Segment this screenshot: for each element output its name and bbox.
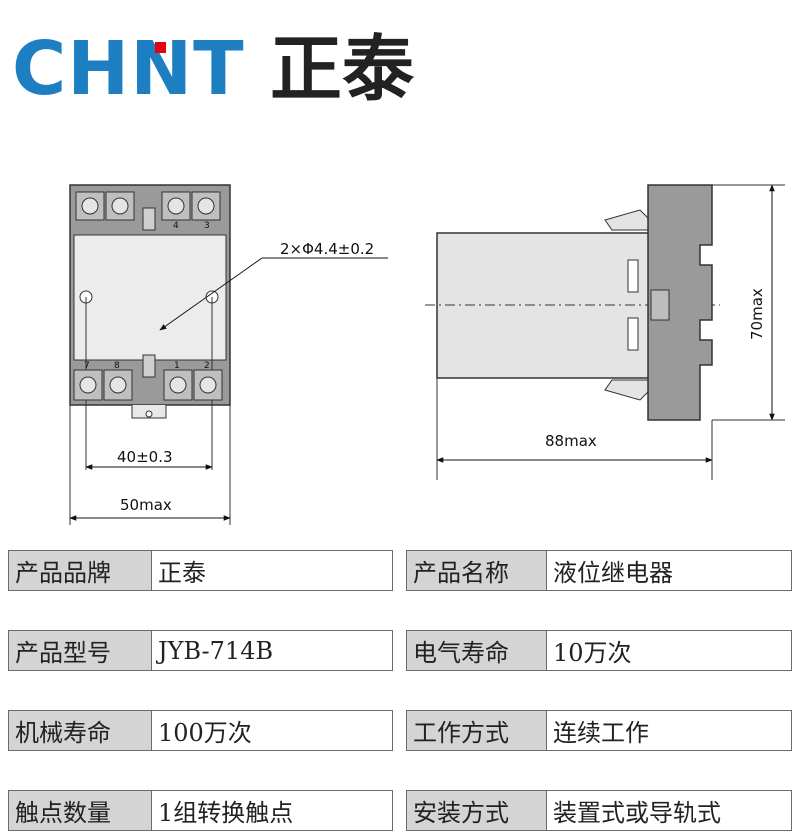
width-dimension: 50max bbox=[120, 496, 172, 514]
spec-row: 产品品牌 正泰 bbox=[8, 550, 393, 591]
spec-key: 安装方式 bbox=[406, 790, 547, 831]
chnt-logo: CHNT 正泰 bbox=[12, 26, 432, 112]
spec-key: 触点数量 bbox=[8, 790, 152, 831]
svg-text:CHNT: CHNT bbox=[12, 28, 245, 112]
logo-graphic: CHNT 正泰 bbox=[12, 26, 415, 112]
spec-row: 工作方式 连续工作 bbox=[406, 710, 792, 751]
spec-value: 液位继电器 bbox=[546, 550, 792, 591]
spec-key: 电气寿命 bbox=[406, 630, 547, 671]
spec-row: 产品名称 液位继电器 bbox=[406, 550, 792, 591]
side-view: 88max 70max bbox=[425, 184, 785, 480]
front-view: 4 3 7 8 1 2 2×Φ4.4±0.2 bbox=[69, 184, 388, 525]
spec-value: 正泰 bbox=[151, 550, 393, 591]
hole-spacing-dimension: 40±0.3 bbox=[117, 448, 173, 466]
spec-value: 连续工作 bbox=[546, 710, 792, 751]
spec-row: 产品型号 JYB-714B bbox=[8, 630, 393, 671]
spec-value: 10万次 bbox=[546, 630, 792, 671]
spec-key: 工作方式 bbox=[406, 710, 547, 751]
pin-label-7: 7 bbox=[84, 361, 90, 371]
dimension-drawing: 4 3 7 8 1 2 2×Φ4.4±0.2 bbox=[69, 184, 785, 525]
height-dimension: 70max bbox=[748, 288, 766, 340]
spec-row: 机械寿命 100万次 bbox=[8, 710, 393, 751]
hole-dimension: 2×Φ4.4±0.2 bbox=[280, 240, 374, 258]
spec-row: 安装方式 装置式或导轨式 bbox=[406, 790, 792, 831]
bottom-terminals bbox=[73, 354, 223, 401]
spec-key: 产品名称 bbox=[406, 550, 547, 591]
spec-key: 产品型号 bbox=[8, 630, 152, 671]
spec-key: 产品品牌 bbox=[8, 550, 152, 591]
spec-table-left: 产品品牌 正泰 产品型号 JYB-714B 机械寿命 100万次 触点数量 1组… bbox=[8, 550, 393, 831]
spec-value: 100万次 bbox=[151, 710, 393, 751]
length-dimension: 88max bbox=[545, 432, 597, 450]
pin-label-8: 8 bbox=[114, 361, 120, 371]
spec-value: 1组转换触点 bbox=[151, 790, 393, 831]
pin-label-4: 4 bbox=[173, 221, 179, 231]
top-terminals bbox=[75, 191, 221, 231]
spec-row: 电气寿命 10万次 bbox=[406, 630, 792, 671]
svg-text:正泰: 正泰 bbox=[270, 28, 415, 111]
spec-value: JYB-714B bbox=[151, 630, 393, 671]
pin-label-3: 3 bbox=[204, 221, 210, 231]
pin-label-1: 1 bbox=[174, 361, 180, 371]
spec-value: 装置式或导轨式 bbox=[546, 790, 792, 831]
spec-table-right: 产品名称 液位继电器 电气寿命 10万次 工作方式 连续工作 安装方式 装置式或… bbox=[406, 550, 792, 831]
spec-row: 触点数量 1组转换触点 bbox=[8, 790, 393, 831]
pin-label-2: 2 bbox=[204, 361, 210, 371]
spec-key: 机械寿命 bbox=[8, 710, 152, 751]
